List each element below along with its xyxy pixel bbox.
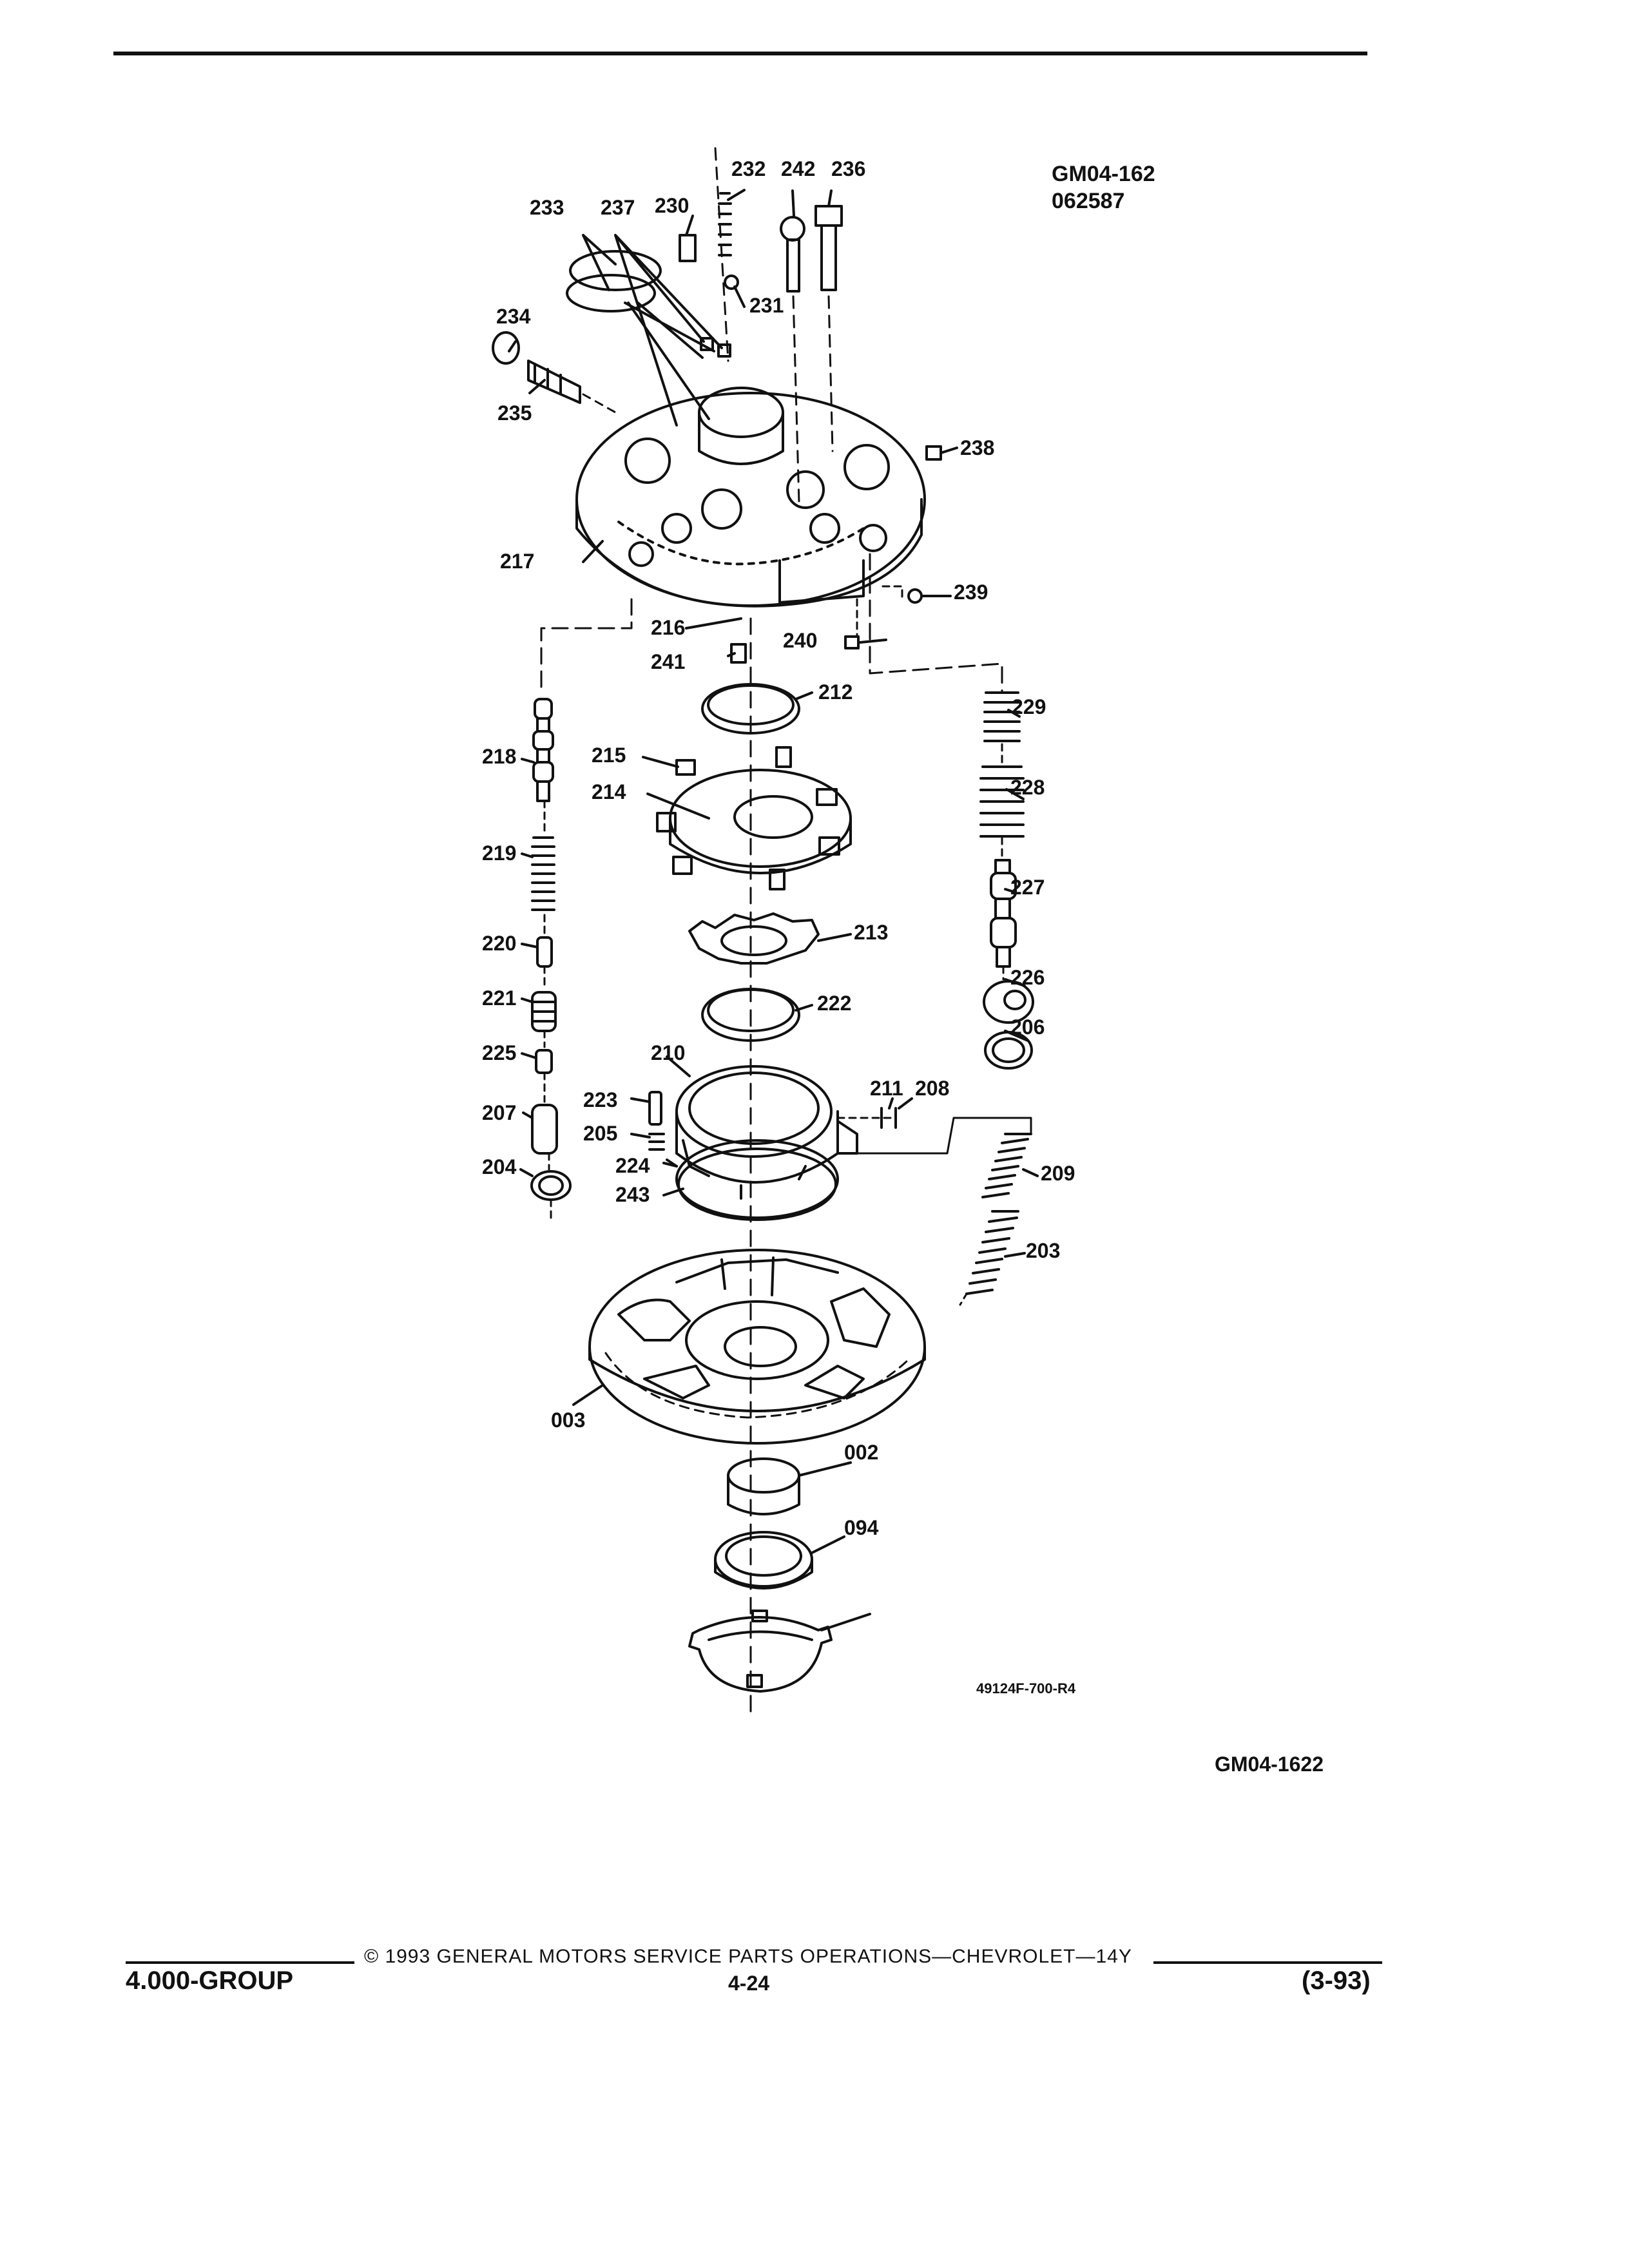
- callout-224: 204: [482, 1155, 517, 1178]
- callout-229: 229: [1012, 695, 1046, 718]
- callout-225: 206: [1010, 1015, 1045, 1039]
- callout-003: 002: [844, 1441, 878, 1464]
- callout-213: 213: [854, 921, 888, 944]
- left-valve-stack: [530, 698, 572, 1222]
- reference-code: GM04-162: [1052, 162, 1155, 186]
- pump-housing: [675, 1065, 858, 1221]
- footer-copyright: © 1993 GENERAL MOTORS SERVICE PARTS OPER…: [364, 1946, 1132, 1967]
- footer-page-number: 4-24: [728, 1972, 770, 1995]
- pump-body: [575, 387, 926, 608]
- callout-241: 241: [651, 650, 685, 673]
- callout-220: 220: [482, 932, 516, 955]
- reference-date: 062587: [1052, 189, 1125, 213]
- callout-233: 233: [530, 196, 564, 219]
- callout-226: 226: [1010, 966, 1045, 989]
- callout-235: 235: [497, 401, 532, 425]
- callout-210: 211: [870, 1077, 903, 1100]
- callout-243: 209: [1041, 1162, 1075, 1185]
- callout-230: 230: [655, 194, 689, 217]
- callout-228: 228: [1010, 776, 1045, 799]
- callout-208: 223: [583, 1088, 617, 1111]
- callout-223: 207: [482, 1101, 516, 1124]
- pump-cover: [588, 1249, 926, 1445]
- callout-002: 094: [844, 1516, 879, 1539]
- callout-227: 227: [1010, 876, 1045, 899]
- callout-231: 231: [749, 294, 784, 317]
- callout-222: 225: [482, 1041, 516, 1064]
- callout-240: 240: [783, 629, 817, 652]
- callout-labels: 233 237 230 232 242 236 234 231 235 238 …: [482, 157, 1075, 1539]
- callout-205: 224: [615, 1154, 650, 1177]
- callout-221: 221: [482, 986, 516, 1010]
- callout-214: 214: [592, 780, 626, 803]
- callout-242: 242: [781, 157, 815, 180]
- callout-215: 215: [592, 744, 626, 767]
- callout-216: 216: [651, 616, 685, 639]
- callout-239: 239: [954, 581, 988, 604]
- callout-212-upper: 212: [818, 680, 853, 704]
- callout-218: 218: [482, 745, 516, 768]
- callout-236: 236: [831, 157, 865, 180]
- top-rule: [113, 52, 1367, 55]
- callout-207: 205: [583, 1122, 617, 1145]
- footer-group: 4.000-GROUP: [126, 1966, 294, 1995]
- callout-204: 243: [615, 1183, 650, 1206]
- callout-237: 237: [601, 196, 635, 219]
- callout-217: 217: [500, 550, 534, 573]
- caption-code: GM04-1622: [1215, 1753, 1324, 1776]
- callout-238: 238: [960, 436, 994, 459]
- callout-232: 232: [731, 157, 766, 180]
- callout-211: 208: [915, 1077, 949, 1100]
- callout-203: 003: [551, 1408, 585, 1432]
- callout-206: 210: [651, 1041, 685, 1064]
- callout-209: 203: [1026, 1239, 1060, 1262]
- footer-rule-right: [1153, 1961, 1382, 1964]
- callout-234: 234: [496, 305, 531, 328]
- callout-219: 219: [482, 841, 516, 865]
- callout-212-lower: 222: [817, 992, 851, 1015]
- figure-id: 49124F-700-R4: [976, 1680, 1076, 1696]
- footer-revision-date: (3-93): [1302, 1966, 1371, 1995]
- footer-rule-left: [126, 1961, 354, 1964]
